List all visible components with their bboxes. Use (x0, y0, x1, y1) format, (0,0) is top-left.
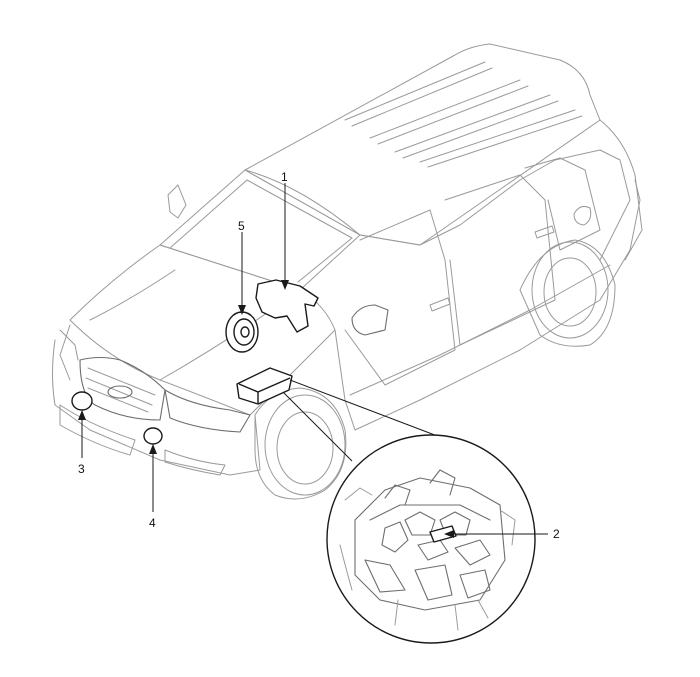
leader-lines (78, 183, 548, 538)
part-2-detail-shape[interactable] (429, 525, 457, 543)
detail-magnifier (282, 379, 536, 644)
part-5-shape[interactable] (225, 311, 259, 353)
part-3-shape[interactable] (71, 391, 93, 411)
callout-1: 1 (281, 170, 288, 184)
part-1-shape[interactable] (255, 279, 319, 333)
part-4-shape[interactable] (143, 427, 163, 445)
vehicle-outline (52, 43, 643, 500)
callout-5: 5 (238, 219, 245, 233)
callout-2: 2 (553, 527, 560, 541)
callout-4: 4 (149, 516, 156, 530)
callout-3: 3 (78, 462, 85, 476)
